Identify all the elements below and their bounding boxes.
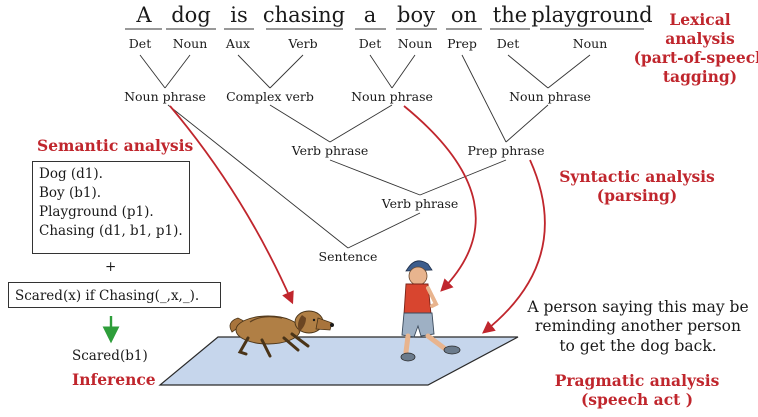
pos-tag-noun-3: Noun — [572, 36, 608, 51]
label-pragmatic-line-2: (speech act ) — [580, 389, 694, 409]
dog-illustration — [229, 310, 334, 358]
label-inference: Inference — [72, 370, 156, 389]
inferred-fact: Scared(b1) — [72, 348, 148, 364]
fact-chasing: Chasing (d1, b1, p1). — [39, 223, 183, 240]
label-syntactic-analysis: Syntactic analysis (parsing) — [559, 167, 715, 206]
pos-tag-det: Det — [128, 36, 152, 51]
pos-tag-noun-2: Noun — [397, 36, 433, 51]
red-arrows — [169, 105, 546, 334]
pos-tag-det-2: Det — [358, 36, 382, 51]
word-the: the — [492, 3, 528, 27]
speech-act-line-1: A person saying this may be — [527, 298, 749, 316]
word-chasing: chasing — [262, 3, 346, 27]
boy-illustration — [400, 260, 461, 362]
label-lexical-line-2: analysis — [665, 28, 735, 48]
label-pragmatic-line-1: Pragmatic analysis — [554, 371, 720, 390]
word-on: on — [450, 3, 478, 27]
label-lexical-line-4: tagging) — [662, 66, 738, 86]
node-prep-phrase: Prep phrase — [467, 143, 545, 158]
word-boy: boy — [397, 3, 435, 27]
node-complex-verb: Complex verb — [226, 89, 314, 104]
fact-playground: Playground (p1). — [39, 204, 154, 221]
speech-act-text: A person saying this may be reminding an… — [527, 298, 748, 356]
playground — [158, 336, 519, 386]
label-lexical-analysis: Lexical analysis (part-of-speech tagging… — [633, 10, 758, 87]
word-is: is — [230, 3, 248, 27]
label-syntactic-line-1: Syntactic analysis — [559, 167, 715, 186]
pos-tag-det-3: Det — [496, 36, 520, 51]
label-semantic-analysis: Semantic analysis — [37, 136, 194, 155]
node-noun-phrase-2: Noun phrase — [351, 89, 433, 104]
fact-boy: Boy (b1). — [39, 185, 102, 202]
node-verb-phrase-inner: Verb phrase — [291, 143, 369, 158]
semantic-facts-box: Dog (d1). Boy (b1). Playground (p1). Cha… — [32, 161, 190, 254]
speech-act-line-2: reminding another person — [535, 317, 741, 336]
node-noun-phrase-1: Noun phrase — [124, 89, 206, 104]
label-lexical-line-1: Lexical — [669, 10, 731, 29]
label-lexical-line-3: (part-of-speech — [633, 47, 758, 67]
node-verb-phrase-outer: Verb phrase — [381, 196, 459, 211]
word-playground: playground — [531, 3, 653, 27]
node-noun-phrase-3: Noun phrase — [509, 89, 591, 104]
label-pragmatic-analysis: Pragmatic analysis (speech act ) — [554, 371, 720, 410]
pos-tag-verb: Verb — [288, 36, 318, 51]
label-syntactic-line-2: (parsing) — [596, 185, 678, 205]
node-sentence: Sentence — [318, 249, 378, 264]
rule-box: Scared(x) if Chasing(_,x,_). — [8, 282, 221, 308]
word-a-2: a — [363, 3, 377, 27]
parse-tree-lines — [139, 54, 591, 249]
pos-tag-aux: Aux — [225, 36, 251, 51]
word-a: A — [136, 3, 152, 27]
fact-dog: Dog (d1). — [39, 166, 103, 182]
word-dog: dog — [171, 3, 211, 27]
rule-text: Scared(x) if Chasing(_,x,_). — [15, 288, 200, 304]
pos-tag-prep: Prep — [447, 36, 477, 51]
pos-tag-noun: Noun — [172, 36, 208, 51]
speech-act-line-3: to get the dog back. — [559, 336, 717, 355]
plus-sign: + — [105, 259, 117, 275]
